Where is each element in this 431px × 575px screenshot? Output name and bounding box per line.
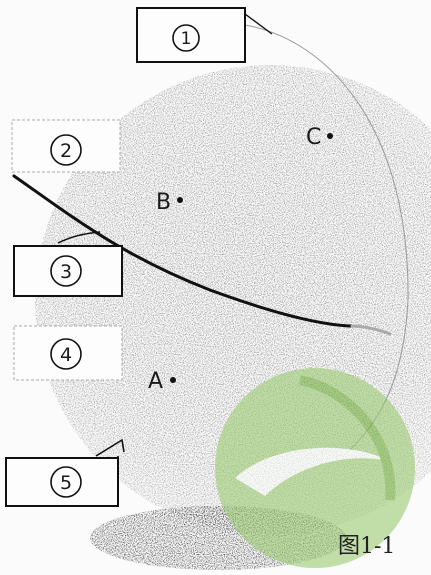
figure-caption: 图1-1: [338, 534, 395, 559]
box-1-label: 1: [181, 29, 192, 49]
box-1-leader: [245, 14, 272, 34]
box-3-label: 3: [60, 261, 72, 283]
point-a-label: A: [148, 369, 163, 394]
label-box-5: 5: [6, 440, 124, 506]
box-2-label: 2: [60, 140, 72, 162]
point-c-label: C: [306, 125, 321, 150]
box-4-label: 4: [60, 344, 72, 366]
label-box-2: 2: [12, 120, 120, 172]
label-box-1: 1: [137, 8, 272, 62]
point-b-label: B: [156, 190, 171, 215]
box-5-label: 5: [60, 472, 72, 494]
label-box-4: 4: [14, 326, 122, 380]
